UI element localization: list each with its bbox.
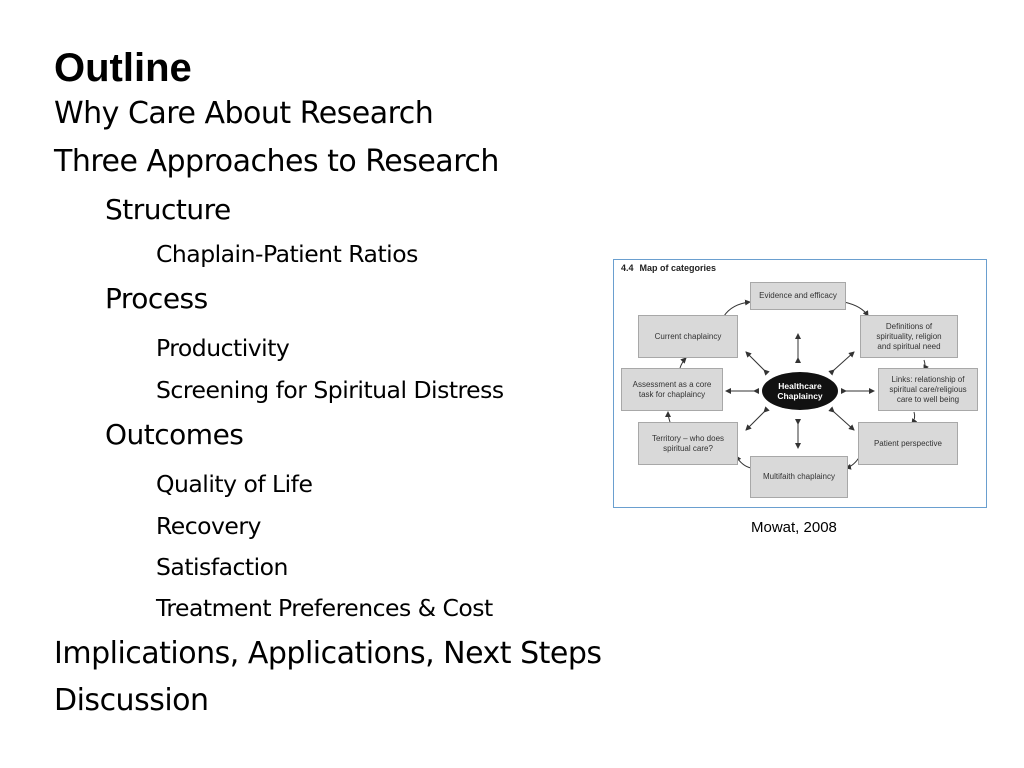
node-links: Links: relationship of spiritual care/re…	[878, 368, 978, 411]
node-multifaith-chaplaincy: Multifaith chaplaincy	[750, 456, 848, 498]
outline-subsubitem: Treatment Preferences & Cost	[156, 594, 493, 622]
outline-subsubitem: Recovery	[156, 512, 261, 540]
outline-subsubitem: Satisfaction	[156, 553, 288, 581]
node-patient-perspective: Patient perspective	[858, 422, 958, 465]
outline-subsubitem: Screening for Spiritual Distress	[156, 376, 504, 404]
outline-subitem: Structure	[105, 193, 231, 226]
outline-subitem: Outcomes	[105, 418, 244, 451]
node-current-chaplaincy: Current chaplaincy	[638, 315, 738, 358]
figure-caption: Mowat, 2008	[751, 519, 837, 536]
figure-label: 4.4 Map of categories	[621, 263, 716, 273]
outline-item: Discussion	[54, 683, 209, 718]
outline-subsubitem: Chaplain-Patient Ratios	[156, 240, 418, 268]
node-definitions: Definitions of spirituality, religion an…	[860, 315, 958, 358]
outline-subitem: Process	[105, 282, 208, 315]
outline-item: Three Approaches to Research	[54, 144, 499, 179]
figure-arrows	[665, 299, 929, 470]
node-assessment: Assessment as a core task for chaplaincy	[621, 368, 723, 411]
slide-title: Outline	[54, 46, 192, 90]
node-territory: Territory – who does spiritual care?	[638, 422, 738, 465]
figure-heading: Map of categories	[639, 263, 717, 273]
outline-subsubitem: Quality of Life	[156, 470, 313, 498]
node-healthcare-chaplaincy: Healthcare Chaplaincy	[762, 372, 838, 410]
outline-item: Why Care About Research	[54, 96, 434, 131]
outline-subsubitem: Productivity	[156, 334, 290, 362]
outline-item: Implications, Applications, Next Steps	[54, 636, 602, 671]
map-of-categories-figure: 4.4 Map of categories Evidence and effica…	[613, 259, 987, 508]
node-evidence-efficacy: Evidence and efficacy	[750, 282, 846, 310]
figure-number: 4.4	[621, 263, 634, 273]
